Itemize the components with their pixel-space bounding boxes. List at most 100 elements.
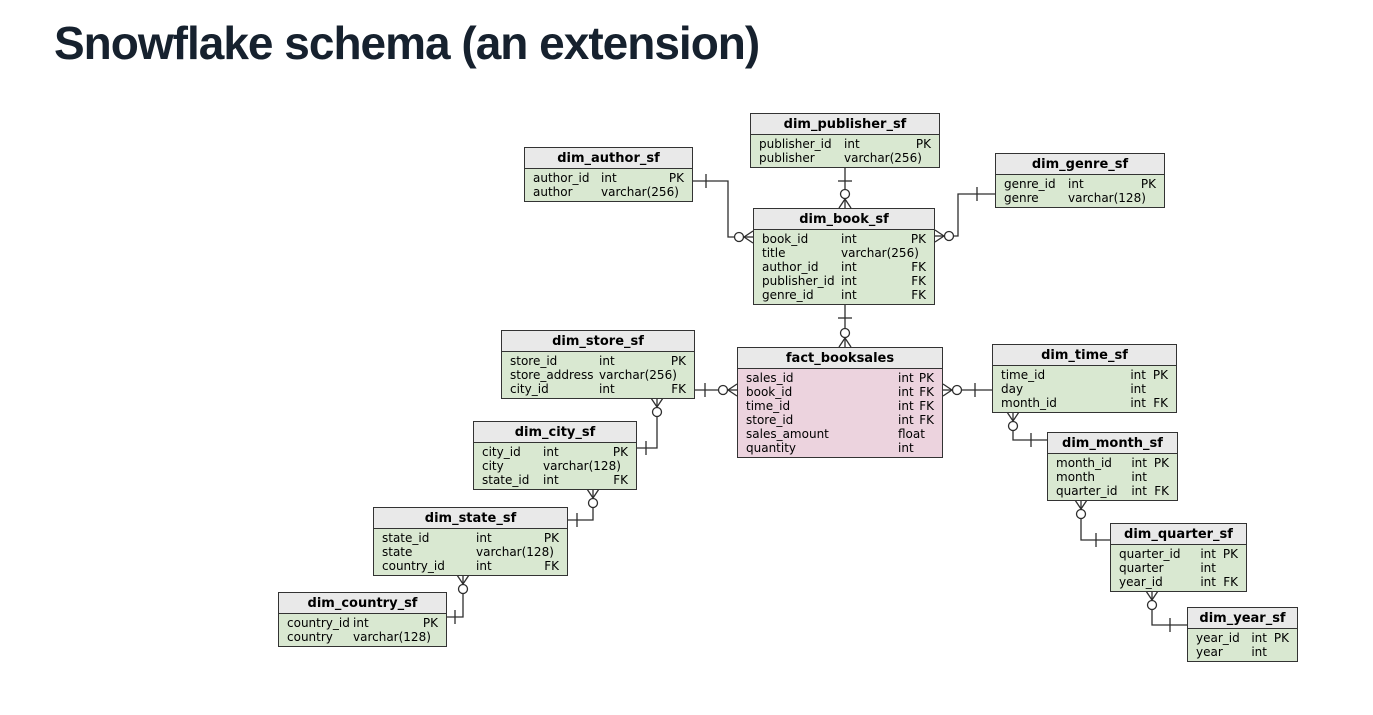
field-type: int xyxy=(844,137,860,151)
table-title: dim_store_sf xyxy=(502,331,694,352)
relationship-line xyxy=(1080,509,1110,541)
field-key: PK xyxy=(1153,456,1169,470)
field-key: FK xyxy=(671,382,686,396)
field-type: int xyxy=(601,171,617,185)
field-key: PK xyxy=(1222,547,1238,561)
field-key: PK xyxy=(670,354,686,368)
crows-foot-icon xyxy=(942,389,953,397)
field-type: int xyxy=(1200,575,1216,589)
crows-foot-icon xyxy=(586,488,594,499)
crows-foot-icon xyxy=(592,488,600,499)
field-name: country xyxy=(287,630,333,644)
field-name: publisher_id xyxy=(762,274,835,288)
table-title: fact_booksales xyxy=(738,348,942,369)
connector-dim_publisher_sf-dim_book_sf xyxy=(838,167,852,209)
connector-dim_quarter_sf-dim_month_sf xyxy=(1074,499,1110,547)
table-title: dim_year_sf xyxy=(1188,608,1297,629)
field-key xyxy=(918,441,934,455)
field-key xyxy=(679,185,695,199)
field-type: int xyxy=(898,399,914,413)
field-key: FK xyxy=(919,399,934,413)
zero-circle-icon xyxy=(1146,599,1158,611)
field-key xyxy=(1146,382,1168,396)
crows-foot-icon xyxy=(838,337,846,348)
crows-foot-icon xyxy=(1074,499,1082,510)
field-type: int xyxy=(1131,456,1147,470)
field-name: city_id xyxy=(482,445,521,459)
field-key: PK xyxy=(918,371,934,385)
field-type: varchar(128) xyxy=(1068,191,1146,205)
field-name: country_id xyxy=(287,616,350,630)
zero-circle-icon xyxy=(457,583,469,595)
field-name: sales_amount xyxy=(746,427,829,441)
crows-foot-icon xyxy=(1006,411,1014,422)
crows-foot-icon xyxy=(456,574,464,585)
crows-foot-icon xyxy=(727,383,738,391)
crows-foot-icon xyxy=(462,574,470,585)
field-name: genre_id xyxy=(762,288,814,302)
field-name: state_id xyxy=(482,473,530,487)
field-type: int xyxy=(353,616,369,630)
field-type: int xyxy=(898,385,914,399)
field-key: PK xyxy=(1152,368,1168,382)
field-type: varchar(256) xyxy=(841,246,919,260)
table-title: dim_month_sf xyxy=(1048,433,1177,454)
field-key: FK xyxy=(919,385,934,399)
field-type: varchar(256) xyxy=(599,368,677,382)
field-key: PK xyxy=(1273,631,1289,645)
page-title: Snowflake schema (an extension) xyxy=(54,17,760,69)
field-name: country_id xyxy=(382,559,445,573)
table-title: dim_publisher_sf xyxy=(751,114,939,135)
field-key: FK xyxy=(544,559,559,573)
connector-dim_city_sf-dim_store_sf xyxy=(637,397,664,455)
field-name: state_id xyxy=(382,531,430,545)
field-type: int xyxy=(1251,645,1267,659)
field-name: month_id xyxy=(1001,396,1057,410)
crows-foot-icon xyxy=(1012,411,1020,422)
field-name: state xyxy=(382,545,413,559)
field-key: PK xyxy=(910,232,926,246)
crows-foot-icon xyxy=(844,337,852,348)
field-type: int xyxy=(898,413,914,427)
field-type: int xyxy=(1068,177,1084,191)
field-type: int xyxy=(898,441,914,455)
table-title: dim_country_sf xyxy=(279,593,446,614)
relationship-line xyxy=(637,407,658,449)
connector-dim_time_sf-fact_booksales xyxy=(942,383,992,397)
field-name: sales_id xyxy=(746,371,794,385)
field-key: FK xyxy=(1154,484,1169,498)
relationship-line xyxy=(693,180,744,238)
field-type: int xyxy=(1131,470,1147,484)
field-key: FK xyxy=(1153,396,1168,410)
field-key xyxy=(925,427,941,441)
field-key: FK xyxy=(911,260,926,274)
table-title: dim_author_sf xyxy=(525,148,692,169)
zero-circle-icon xyxy=(651,406,663,418)
field-type: int xyxy=(841,274,857,288)
zero-circle-icon xyxy=(587,497,599,509)
